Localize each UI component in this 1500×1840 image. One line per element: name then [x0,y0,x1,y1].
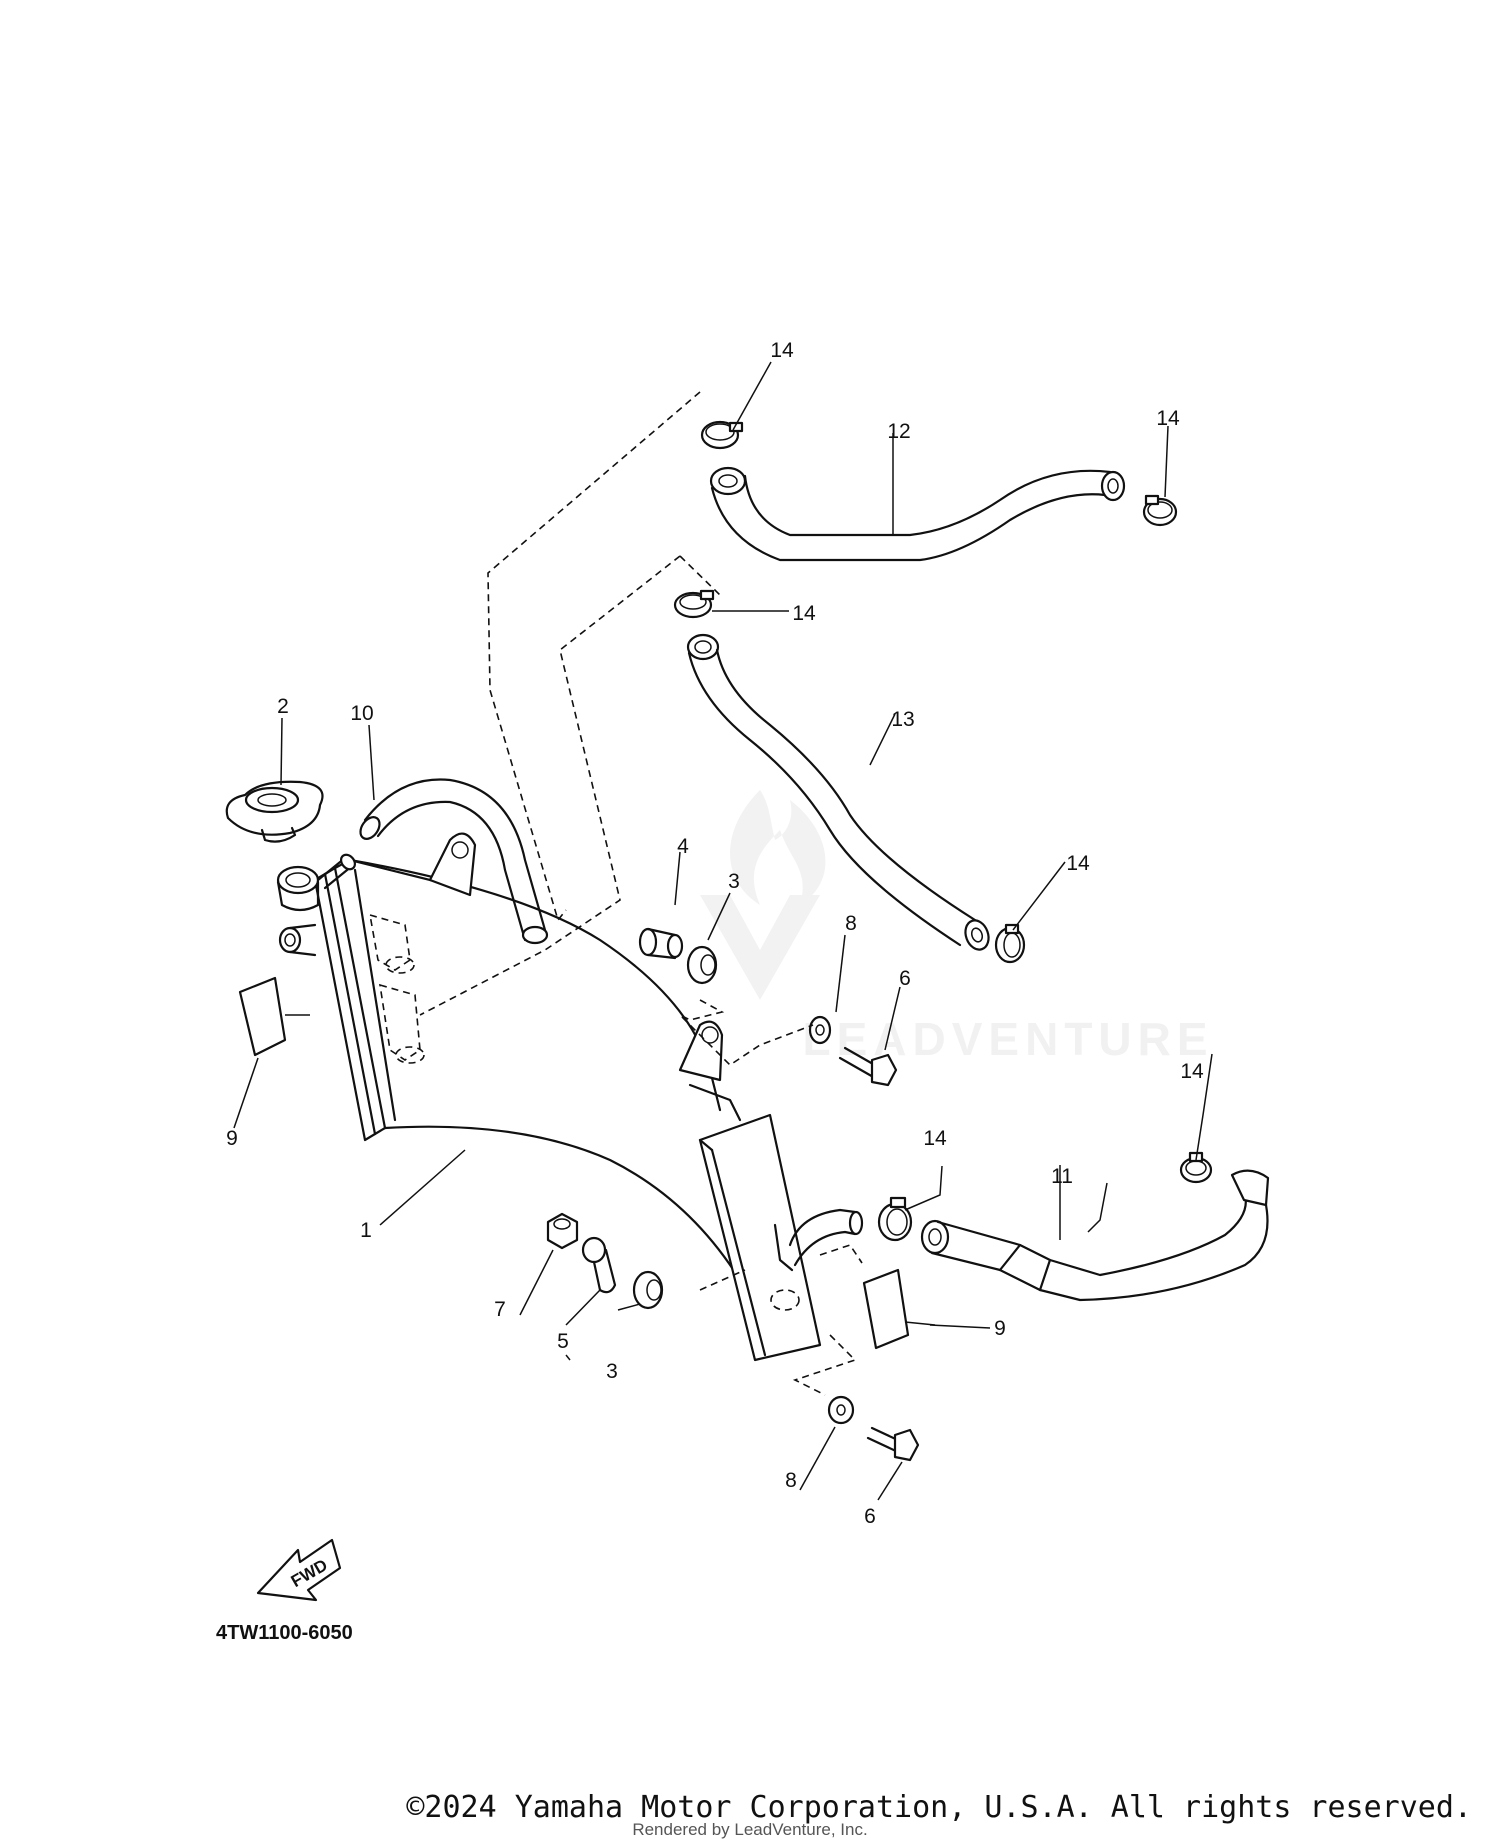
assembly-lines [285,391,936,1396]
callout-2: 2 [277,695,289,718]
copyright-notice: ©2024 Yamaha Motor Corporation, U.S.A. A… [406,1790,1472,1825]
radiator-cap-part-2 [225,780,324,843]
fwd-arrow: FWD [256,1538,342,1602]
callout-10: 10 [350,702,373,725]
leadventure-watermark: LEADVENTURE [700,790,1213,1065]
callout-14-a: 14 [770,339,794,362]
callout-9-left: 9 [226,1127,238,1150]
diagram-part-code: 4TW1100-6050 [216,1622,353,1644]
callout-6-lower: 6 [864,1505,876,1528]
callout-4: 4 [677,835,689,858]
callout-7: 7 [494,1298,506,1321]
leader-lines [233,361,1213,1501]
callout-11: 11 [1051,1165,1073,1188]
watermark-text: LEADVENTURE [802,1013,1213,1065]
callout-3-lower: 3 [606,1360,618,1383]
callout-13: 13 [891,708,914,731]
hose-part-12 [709,466,1126,562]
callout-8-upper: 8 [845,912,857,935]
callout-14-b: 14 [1156,407,1180,430]
callout-14-c: 14 [792,602,816,625]
callout-9-right: 9 [994,1317,1006,1340]
callout-14-d: 14 [1066,852,1090,875]
callout-14-e: 14 [923,1127,947,1150]
hose-part-13 [686,633,990,951]
callout-3-upper: 3 [728,870,740,893]
callout-6-upper: 6 [899,967,911,990]
callout-numbers: 1 2 3 3 4 5 6 6 7 8 8 9 9 10 11 12 13 14… [226,339,1204,1528]
small-parts [238,927,920,1462]
radiator-part-1 [276,832,864,1362]
callout-8-lower: 8 [785,1469,797,1492]
callout-12: 12 [887,420,910,443]
callout-1: 1 [360,1219,372,1242]
callout-5: 5 [557,1330,569,1353]
hose-clamps-part-14 [673,420,1213,1242]
hose-part-10 [359,778,549,945]
hose-part-11 [920,1169,1270,1302]
callout-14-f: 14 [1180,1060,1204,1083]
rendered-by-note: Rendered by LeadVenture, Inc. [632,1820,868,1839]
